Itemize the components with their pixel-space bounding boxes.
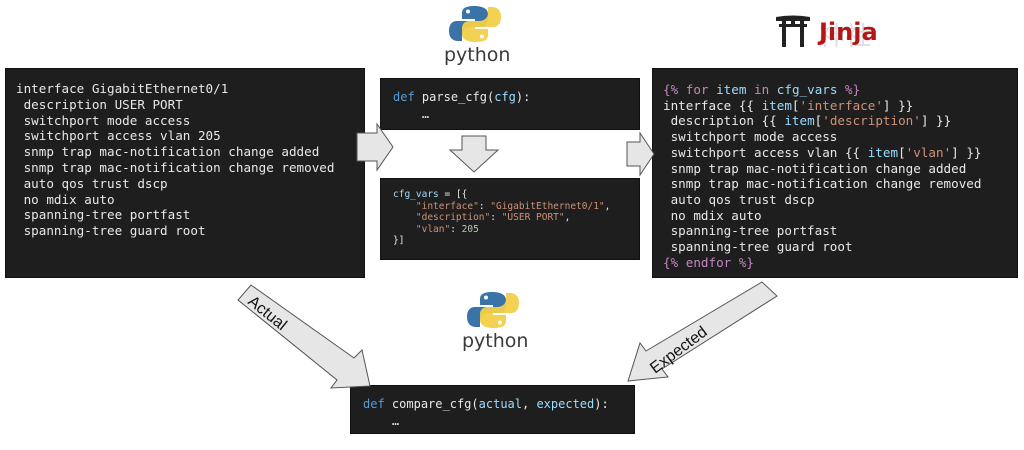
template-line: {% for item in cfg_vars %} — [663, 82, 1007, 98]
python-wordmark: python — [444, 44, 511, 66]
key-string: 'description' — [822, 113, 921, 129]
python-logo-top: python — [444, 4, 510, 68]
vars-value: 205 — [461, 223, 479, 235]
parse-cfg-box: def parse_cfg(cfg): … — [380, 78, 640, 130]
tag-delim: %} — [731, 254, 754, 270]
template-line: switchport access vlan {{ item['vlan'] }… — [663, 145, 1007, 161]
vars-line: }] — [393, 235, 405, 247]
tag-delim: %} — [837, 82, 861, 97]
text: interface {{ — [663, 97, 762, 113]
function-name: compare_cfg — [391, 397, 472, 411]
template-line: description {{ item['description'] }} — [663, 113, 1007, 129]
endfor-keyword: endfor — [678, 254, 732, 270]
text: [ — [791, 97, 800, 113]
config-line: switchport access vlan 205 — [16, 128, 221, 144]
python-snake-icon — [449, 6, 501, 42]
vars-line: "interface": "GigabitEthernet0/1", — [415, 200, 611, 212]
argument: actual — [478, 397, 522, 411]
vars-line: cfg_vars = [{ — [393, 189, 627, 201]
compare-cfg-box: def compare_cfg(actual, expected): … — [350, 385, 635, 434]
template-line: snmp trap mac-notification change remove… — [663, 176, 982, 192]
jinja-logo: 神社 Jinja — [775, 14, 895, 54]
config-line: interface GigabitEthernet0/1 — [16, 81, 229, 96]
paren: ( — [486, 90, 495, 104]
vars-line: "vlan": 205 — [415, 223, 479, 235]
for-keyword: for — [678, 82, 717, 97]
vars-value: "USER PORT" — [501, 212, 565, 224]
python-logo-bottom: python — [462, 290, 528, 354]
python-wordmark: python — [462, 330, 529, 352]
function-body: … — [393, 107, 430, 121]
actual-config-box: interface GigabitEthernet0/1 description… — [5, 68, 365, 278]
text: ] }} — [882, 97, 914, 113]
argument: cfg — [494, 90, 516, 104]
vars-value: "GigabitEthernet0/1" — [490, 200, 605, 212]
vars-key: "interface" — [415, 200, 479, 212]
python-snake-icon — [467, 292, 519, 328]
tag-delim: {% — [663, 82, 679, 97]
def-keyword: def — [363, 397, 385, 411]
text: ] }} — [951, 144, 982, 160]
config-line: switchport mode access — [16, 112, 191, 128]
paren: ): — [515, 90, 531, 104]
vars-key: "description" — [415, 212, 491, 224]
vars-assign: = [{ — [438, 189, 468, 200]
config-line: spanning-tree portfast — [16, 207, 191, 223]
in-keyword: in — [746, 82, 777, 97]
text: ] }} — [920, 113, 952, 129]
torii-gate-icon — [776, 15, 810, 47]
compare-def-line: def compare_cfg(actual, expected): — [363, 396, 622, 413]
vars-line: "description": "USER PORT", — [415, 212, 571, 224]
config-line: snmp trap mac-notification change remove… — [16, 159, 335, 175]
item-var: item — [784, 113, 815, 129]
comma: , — [522, 397, 537, 411]
text: description {{ — [663, 113, 785, 129]
config-line: auto qos trust dscp — [16, 175, 168, 191]
actual-label: Actual — [244, 293, 289, 334]
text: switchport access vlan {{ — [663, 144, 868, 160]
key-string: 'interface' — [799, 97, 883, 113]
arrow-expected — [627, 281, 778, 382]
key-string: 'vlan' — [905, 144, 952, 160]
template-line: interface {{ item['interface'] }} — [663, 98, 1007, 114]
jinja-wordmark: Jinja — [819, 18, 878, 46]
template-line: auto qos trust dscp — [663, 191, 815, 207]
config-line: spanning-tree guard root — [16, 223, 206, 239]
item-var: item — [867, 144, 899, 160]
jinja-template-box: {% for item in cfg_vars %} interface {{ … — [652, 68, 1018, 278]
template-line: {% endfor %} — [663, 255, 1007, 271]
loop-source: cfg_vars — [776, 82, 838, 97]
arrow-right-to-jinja — [626, 131, 655, 177]
function-body: … — [363, 414, 400, 428]
config-line: snmp trap mac-notification change added — [16, 144, 320, 160]
config-line: description USER PORT — [16, 96, 183, 112]
arrow-actual — [237, 284, 371, 389]
tag-delim: {% — [663, 254, 679, 270]
template-line: no mdix auto — [663, 207, 762, 223]
loop-var: item — [716, 82, 747, 97]
text: [ — [814, 113, 823, 129]
argument: expected — [536, 397, 595, 411]
template-line: switchport mode access — [663, 129, 838, 145]
jinja-kanji: 神社 — [819, 22, 872, 52]
template-line: spanning-tree guard root — [663, 239, 853, 255]
template-line: spanning-tree portfast — [663, 223, 838, 239]
paren: ( — [471, 397, 479, 411]
parse-def-line: def parse_cfg(cfg): — [393, 89, 627, 106]
vars-name: cfg_vars — [393, 189, 439, 200]
item-var: item — [761, 97, 792, 113]
cfg-vars-box: cfg_vars = [{ "interface": "GigabitEther… — [380, 178, 640, 260]
paren: ): — [594, 397, 609, 411]
template-line: snmp trap mac-notification change added — [663, 160, 967, 176]
config-line: no mdix auto — [16, 191, 115, 207]
expected-label: Expected — [647, 323, 711, 377]
function-name: parse_cfg — [421, 90, 487, 104]
vars-key: "vlan" — [415, 223, 451, 235]
text: [ — [898, 144, 906, 160]
arrow-down-to-vars — [448, 135, 500, 173]
def-keyword: def — [393, 90, 415, 104]
